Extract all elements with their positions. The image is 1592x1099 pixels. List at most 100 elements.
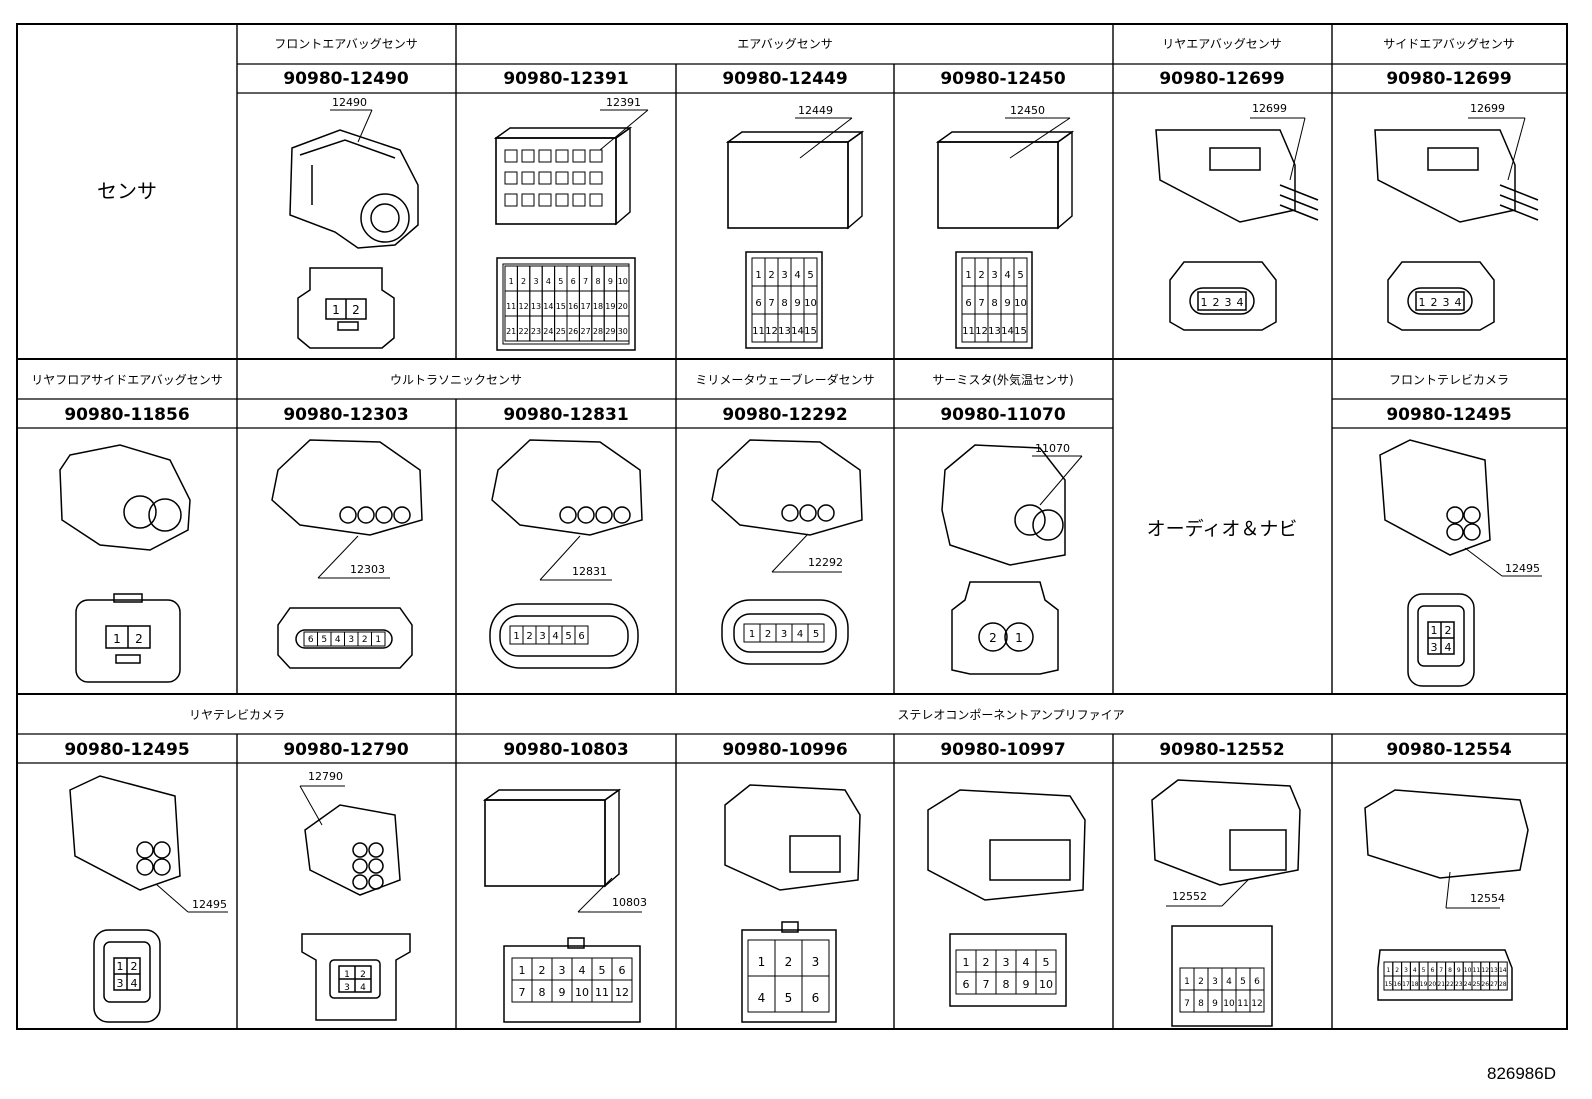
group-label: ステレオコンポーネントアンプリファイア xyxy=(897,708,1124,722)
pin-number: 6 xyxy=(619,964,626,977)
connector-12699-side-face: 1 2 3 4 xyxy=(1387,261,1495,331)
part-number: 90980-12831 xyxy=(503,405,628,425)
pin-number: 3 xyxy=(991,270,997,281)
pin-number: 3 xyxy=(1443,296,1450,309)
row1-headers: フロントエアバッグセンサ エアバッグセンサ リヤエアバッグセンサ サイドエアバッ… xyxy=(274,37,1515,51)
connector-10996-iso xyxy=(724,784,861,891)
connector-12699-iso: 12699 xyxy=(1155,102,1319,223)
pin-number: 9 xyxy=(1212,999,1218,1009)
pin-number: 2 xyxy=(765,629,771,640)
part-number: 90980-12699 xyxy=(1159,69,1284,89)
pin-number: 1 xyxy=(519,964,526,977)
pin-number: 8 xyxy=(991,298,997,309)
pin-number: 10 xyxy=(1014,298,1027,309)
pin-number: 3 xyxy=(1225,296,1232,309)
pin-cell xyxy=(801,975,830,1013)
callout-label: 12699 xyxy=(1252,102,1287,115)
pin-number: 15 xyxy=(1014,326,1027,337)
pin-number: 11 xyxy=(752,326,765,337)
pin-number: 2 xyxy=(526,631,532,642)
connector-12554-iso: 12554 xyxy=(1364,789,1529,909)
pin-number: 1 xyxy=(1201,296,1208,309)
connector-12552-iso: 12552 xyxy=(1151,779,1301,907)
pin-number: 12 xyxy=(975,326,988,337)
pin-number: 2 xyxy=(989,631,997,645)
part-number: 90980-12790 xyxy=(283,740,409,760)
pin-number: 3 xyxy=(1404,967,1408,974)
pin-number: 2 xyxy=(983,956,990,969)
part-number: 90980-12495 xyxy=(1386,405,1511,425)
connector-12790-iso: 12790 xyxy=(299,770,401,896)
pin-number: 1 xyxy=(1184,977,1190,987)
pin-number: 8 xyxy=(781,298,787,309)
audio-nav-label: オーディオ＆ナビ xyxy=(1147,518,1298,540)
part-number: 90980-10997 xyxy=(940,740,1065,760)
pin-number: 8 xyxy=(1448,967,1452,974)
pin-number: 4 xyxy=(1237,296,1244,309)
pin-number: 27 xyxy=(1490,981,1498,988)
part-number: 90980-12699 xyxy=(1386,69,1511,89)
pin-number: 7 xyxy=(1439,967,1443,974)
pin-number: 3 xyxy=(1431,641,1438,654)
pin-number: 1 xyxy=(1015,631,1023,645)
pin-number: 11 xyxy=(1473,967,1481,974)
pin-number: 2 xyxy=(978,270,984,281)
connector-12495-iso: 12495 xyxy=(1379,439,1542,577)
connector-11856-iso xyxy=(59,444,191,551)
pin-number: 2 xyxy=(1213,296,1220,309)
pin-number: 2 xyxy=(768,270,774,281)
group-label: フロントエアバッグセンサ xyxy=(274,37,418,51)
pin-number: 4 xyxy=(1455,296,1462,309)
callout-label: 12450 xyxy=(1010,104,1045,117)
pin-number: 5 xyxy=(1017,270,1023,281)
pin-number: 25 xyxy=(1473,981,1481,988)
connector-12449-iso: 12449 xyxy=(727,104,863,229)
pin-number: 2 xyxy=(362,635,368,645)
pin-number: 3 xyxy=(117,977,124,990)
pin-number: 28 xyxy=(593,327,603,336)
pin-number: 1 xyxy=(963,956,970,969)
callout-label: 12391 xyxy=(606,96,641,109)
pin-number: 1 xyxy=(375,635,381,645)
pin-number: 3 xyxy=(559,964,566,977)
pin-number: 12 xyxy=(1251,999,1262,1009)
pin-number: 1 xyxy=(758,955,766,969)
pin-number: 9 xyxy=(608,277,613,286)
pin-number: 6 xyxy=(812,991,820,1005)
pin-number: 4 xyxy=(1445,641,1452,654)
row1-part-numbers: 90980-12490 90980-12391 90980-12449 9098… xyxy=(283,69,1511,89)
connector-12699-side-iso: 12699 xyxy=(1374,102,1539,223)
pin-number: 9 xyxy=(559,986,566,999)
pin-number: 4 xyxy=(546,277,551,286)
group-label: リヤフロアサイドエアバッグセンサ xyxy=(31,373,223,387)
pin-number: 24 xyxy=(1464,981,1472,988)
connector-12490-face: 1 2 xyxy=(297,267,395,349)
pin-number: 10 xyxy=(804,298,817,309)
connector-10803-iso: 10803 xyxy=(484,789,647,913)
callout-label: 12552 xyxy=(1172,890,1207,903)
pin-number: 9 xyxy=(794,298,800,309)
pin-number: 5 xyxy=(813,629,819,640)
pin-number: 7 xyxy=(1184,999,1190,1009)
connector-12490-iso: 12490 xyxy=(289,96,419,249)
part-number: 90980-10996 xyxy=(722,740,847,760)
part-number: 90980-12554 xyxy=(1386,740,1512,760)
pin-number: 4 xyxy=(1023,956,1030,969)
pin-cell xyxy=(574,625,589,645)
pin-number: 11 xyxy=(1237,999,1248,1009)
pin-number: 4 xyxy=(794,270,800,281)
pin-number: 5 xyxy=(321,635,327,645)
pin-number: 5 xyxy=(1240,977,1246,987)
pin-number: 9 xyxy=(1457,967,1461,974)
connector-12495-rear-face: 1 2 3 4 xyxy=(93,929,161,1023)
pin-number: 1 xyxy=(965,270,971,281)
pin-number: 2 xyxy=(1431,296,1438,309)
pin-number: 1 xyxy=(344,970,350,980)
group-label: サーミスタ(外気温センサ) xyxy=(932,372,1073,387)
